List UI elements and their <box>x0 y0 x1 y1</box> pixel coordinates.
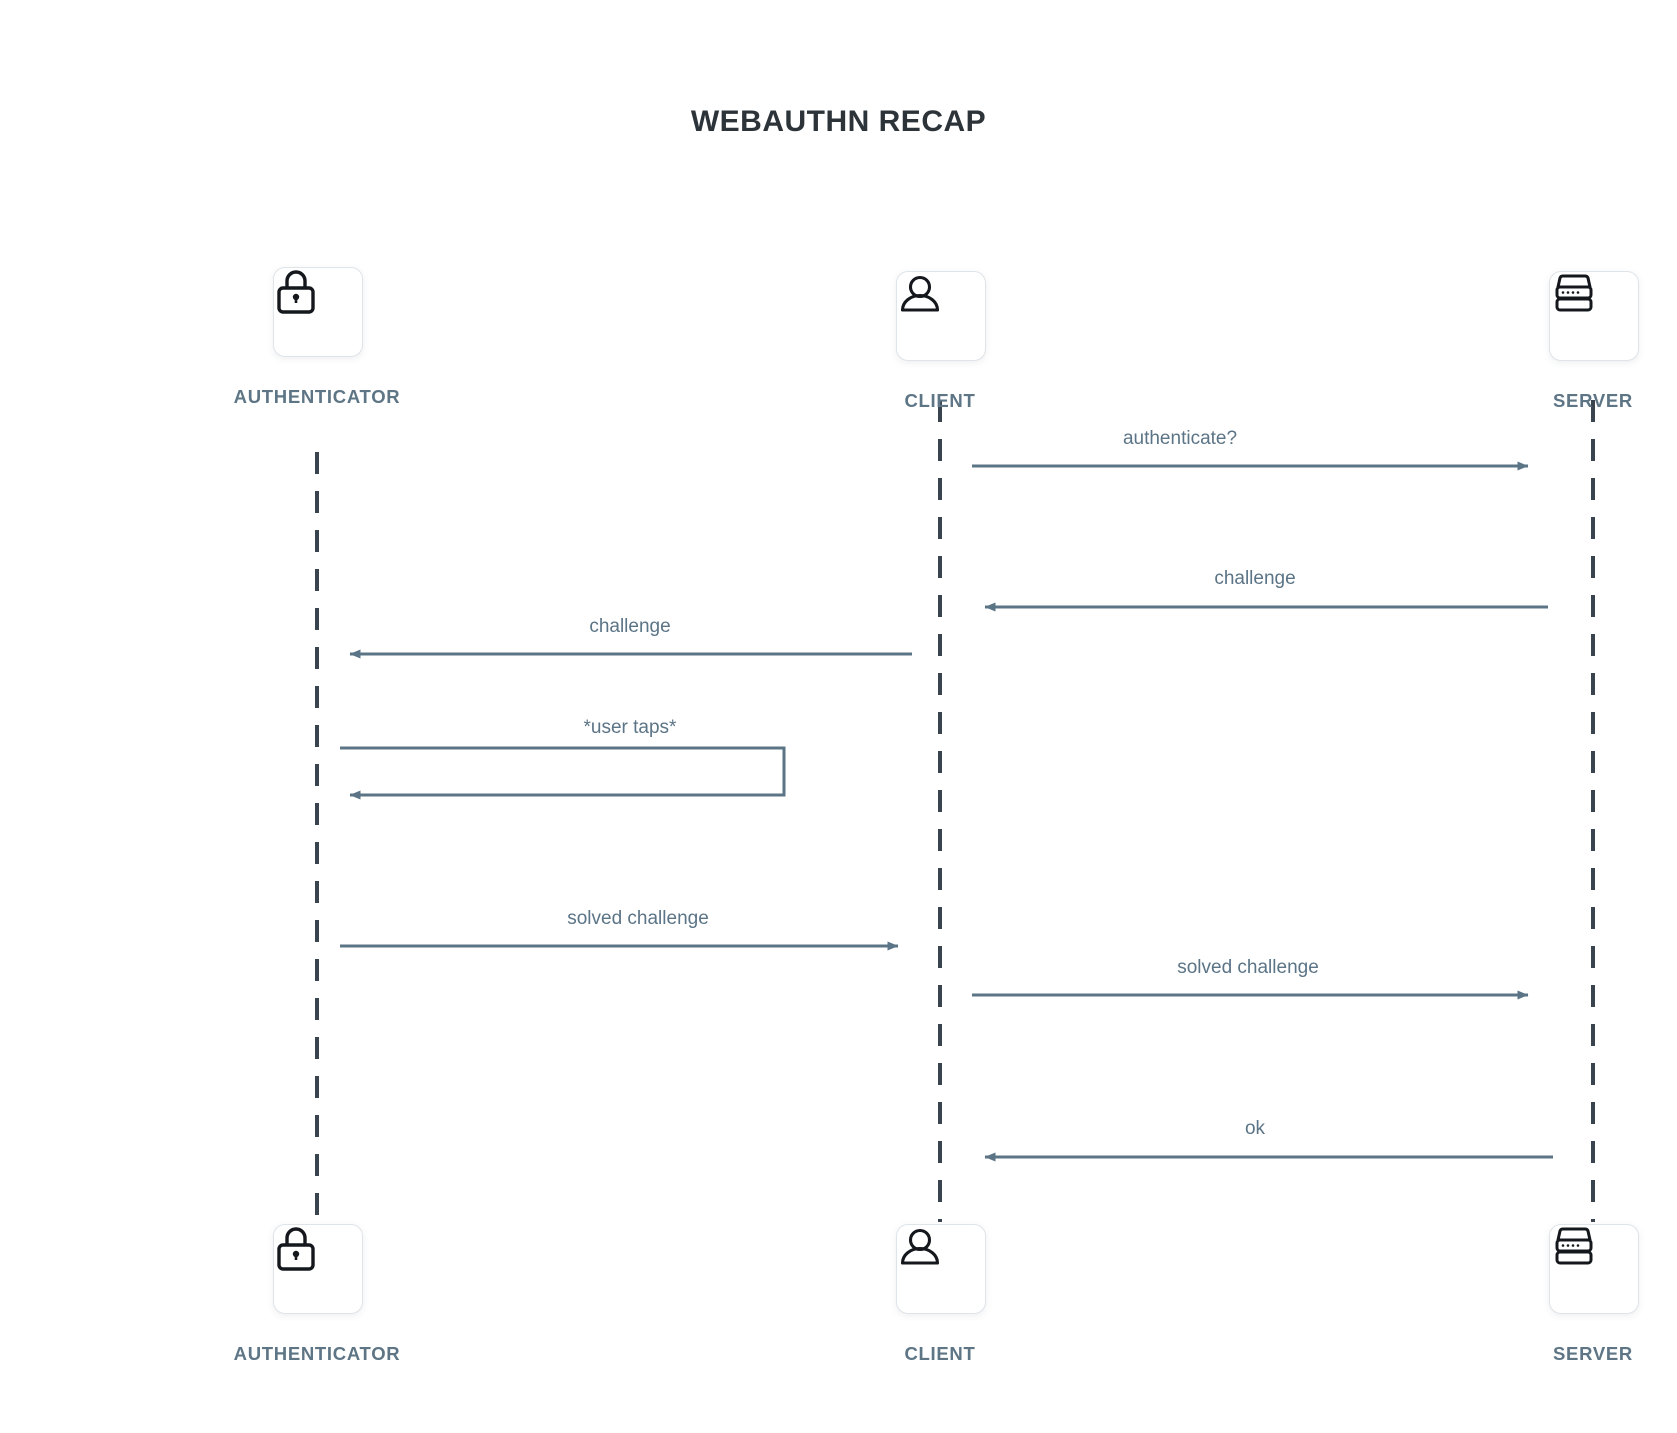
actor-authenticator-icon-bottom[interactable] <box>273 1224 363 1314</box>
actor-label-server-top: SERVER <box>1553 390 1633 411</box>
message-label-solved-auth-client: solved challenge <box>567 908 709 929</box>
message-label-challenge-server-client: challenge <box>1214 568 1296 589</box>
message-label-authenticate: authenticate? <box>1122 428 1238 449</box>
actor-label-client-top: CLIENT <box>904 390 976 411</box>
message-label-challenge-client-auth: challenge <box>589 616 671 637</box>
actor-authenticator-icon-top[interactable] <box>273 267 363 357</box>
actor-label-server-bottom: SERVER <box>1553 1343 1633 1364</box>
message-label-ok: ok <box>1244 1118 1266 1139</box>
message-self-loop-user-taps <box>340 746 786 800</box>
message-label-solved-client-server: solved challenge <box>1177 957 1319 978</box>
actor-label-client-bottom: CLIENT <box>904 1343 976 1364</box>
actor-server-icon-bottom[interactable] <box>1549 1224 1639 1314</box>
diagram-title: WEBAUTHN RECAP <box>690 105 987 138</box>
message-label-user-taps: *user taps* <box>583 717 677 738</box>
actor-label-authenticator-bottom: AUTHENTICATOR <box>233 1343 401 1364</box>
actor-label-authenticator-top: AUTHENTICATOR <box>233 386 401 407</box>
actor-client-icon-bottom[interactable] <box>896 1224 986 1314</box>
actor-server-icon-top[interactable] <box>1549 271 1639 361</box>
actor-client-icon-top[interactable] <box>896 271 986 361</box>
